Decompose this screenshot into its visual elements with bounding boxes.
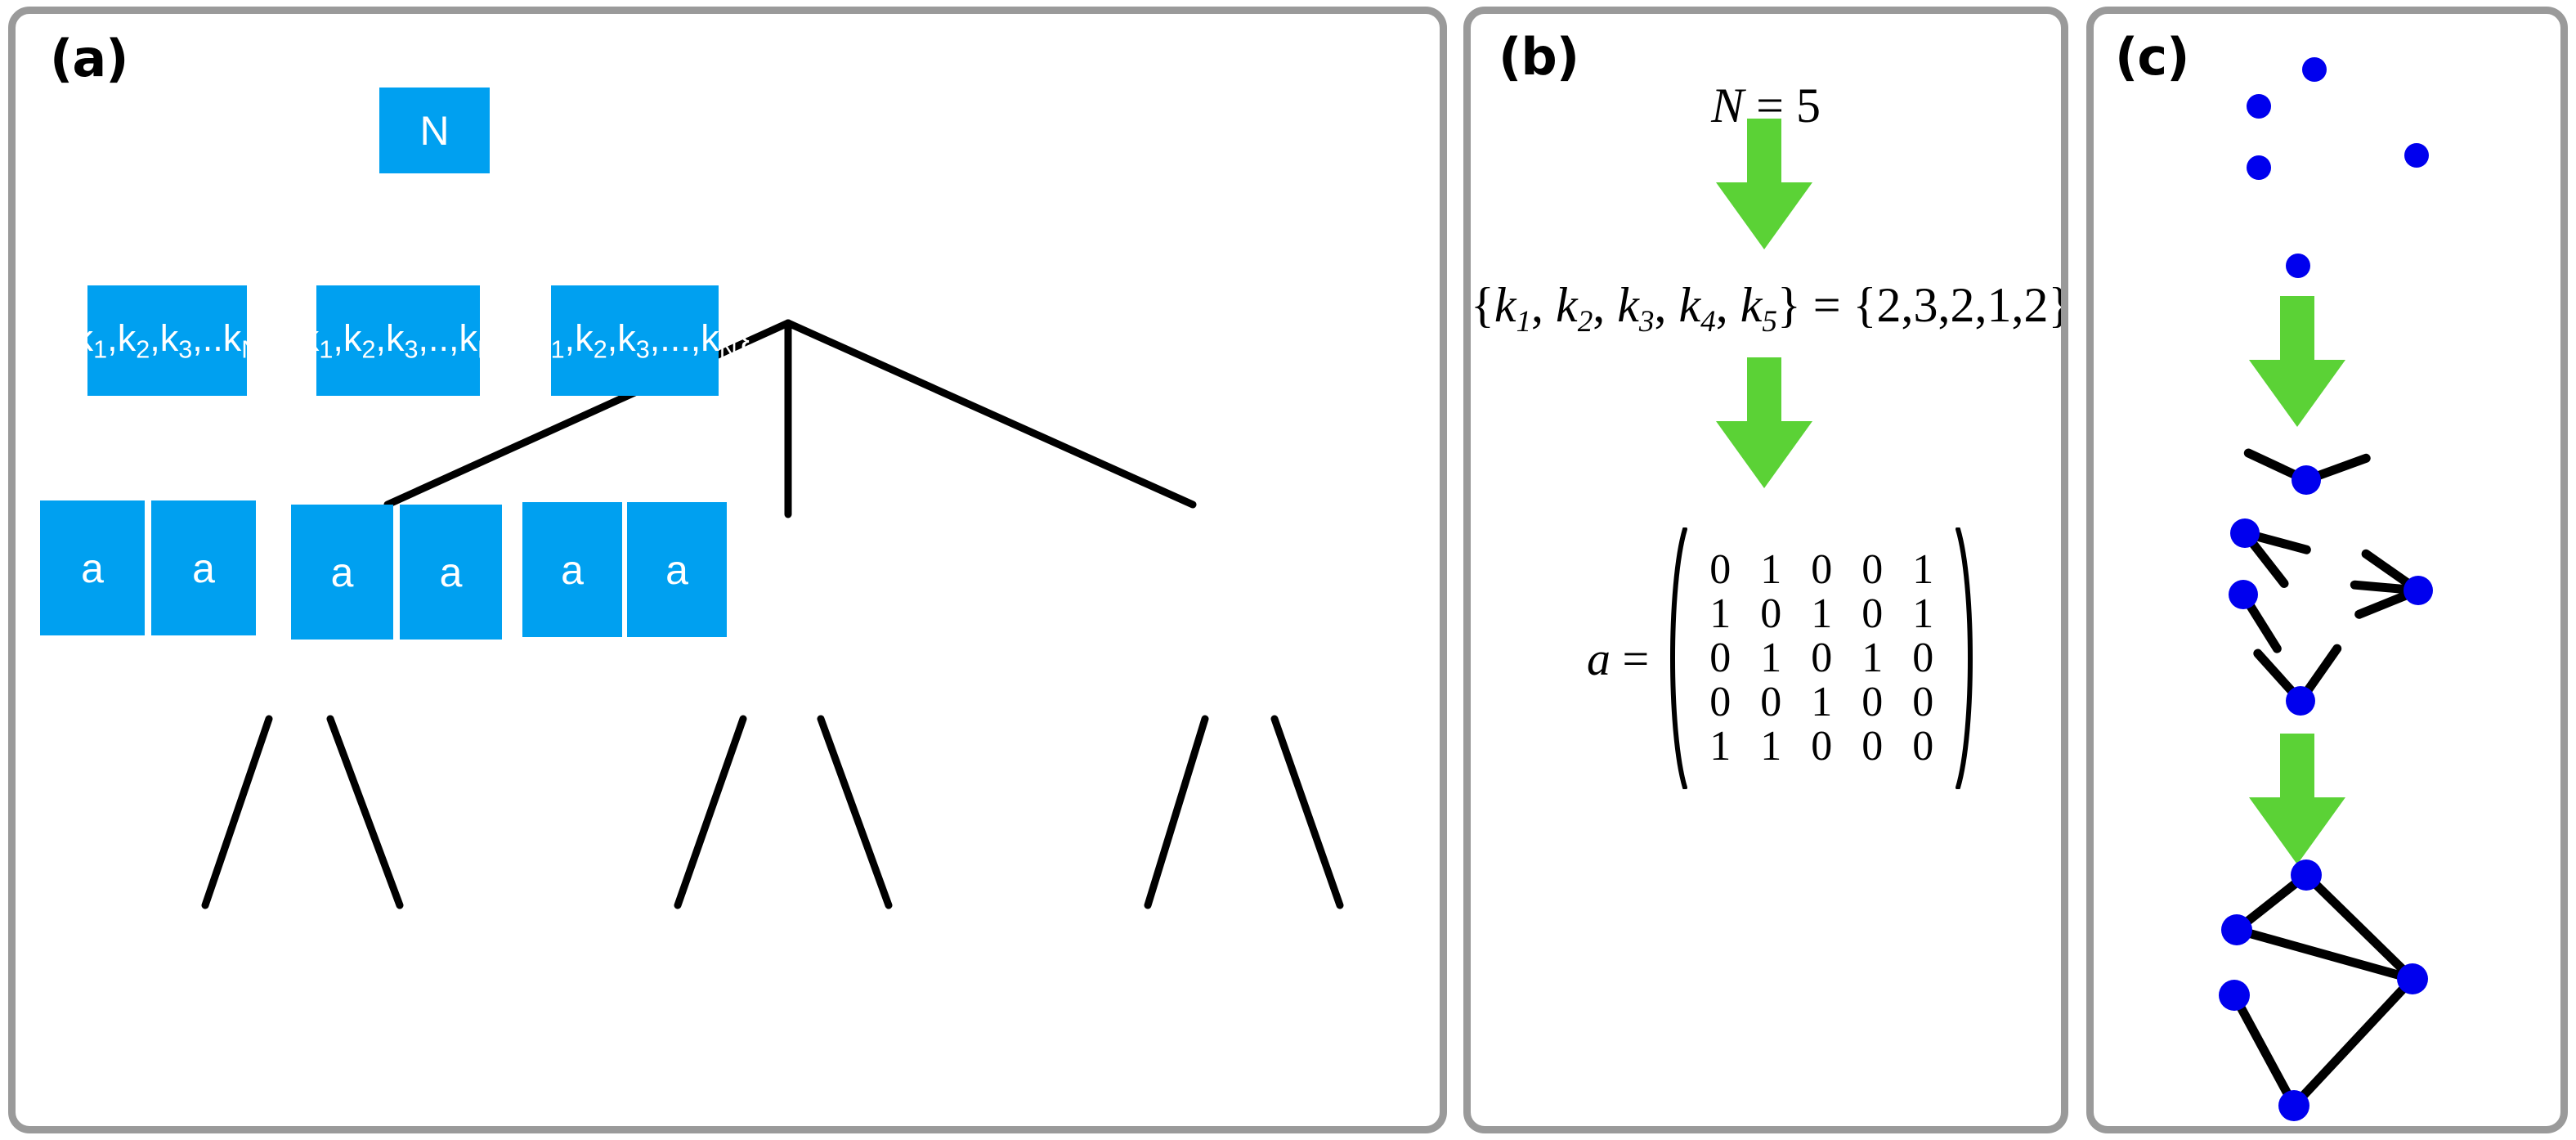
matrix-cell-1-3: 0 (1861, 590, 1884, 637)
tree-leaf-5[interactable]: a (522, 502, 622, 637)
matrix-cell-3-1: 0 (1760, 679, 1782, 725)
panel-c-stage3-final-network (2219, 859, 2428, 1121)
panel-c: (c) (2086, 7, 2568, 1133)
matrix-cell-3-3: 0 (1861, 679, 1884, 725)
tree-node-mid-2-label: {k1,k2,k3,..,kN} (288, 316, 508, 364)
tree-node-root[interactable]: N (379, 88, 490, 173)
panel-b: (b) N = 5 {k1, k2, k3, k4, k5} = {2,3,2,… (1463, 7, 2068, 1133)
network-edge-3-5 (2229, 990, 2299, 1111)
panel-b-step2: {k1, k2, k3, k4, k5} = {2,3,2,1,2} (1471, 277, 2061, 339)
matrix-cell-2-4: 0 (1912, 635, 1934, 681)
tree-leaf-5-label: a (561, 546, 584, 593)
matrix-cell-1-0: 1 (1709, 590, 1732, 637)
tree-node-mid-1-label: {k1,k2,k3,..kN} (62, 316, 272, 364)
matrix-cell-4-3: 0 (1861, 723, 1884, 770)
matrix-cell-4-2: 0 (1811, 723, 1833, 770)
panel-b-N-value: 5 (1795, 79, 1821, 132)
stub-node2-1 (2240, 528, 2289, 588)
tree-node-mid-1[interactable]: {k1,k2,k3,..kN} (63, 285, 271, 396)
stub-node4-2 (2361, 549, 2423, 595)
matrix-cell-2-0: 0 (1709, 635, 1732, 681)
down-arrow-icon-c2 (2249, 734, 2345, 864)
tree-leaf-3[interactable]: a (291, 505, 393, 640)
panel-c-stage1-isolated-nodes (2247, 57, 2429, 278)
down-arrow-icon-b2 (1716, 357, 1812, 488)
tree-leaf-2-label: a (192, 545, 215, 591)
matrix-cell-4-4: 0 (1912, 723, 1934, 770)
tree-leaf-2[interactable]: a (151, 500, 256, 635)
tree-leaf-1[interactable]: a (40, 500, 145, 635)
panel-a: (a) N (8, 7, 1447, 1133)
network-node-5[interactable] (2278, 1090, 2309, 1121)
panel-a-label: (a) (50, 29, 129, 88)
stub-node4-1 (2350, 580, 2423, 595)
tree-leaf-4[interactable]: a (400, 505, 502, 640)
matrix-cell-1-1: 0 (1760, 590, 1782, 637)
panel-c-stage2-nodes-with-stubs (2229, 448, 2433, 716)
matrix-cell-0-1: 1 (1760, 546, 1782, 593)
matrix-cell-0-2: 0 (1811, 546, 1833, 593)
down-arrow-icon-b1 (1716, 119, 1812, 249)
panel-b-N-symbol: N (1711, 79, 1745, 132)
network-node-5[interactable] (2286, 254, 2310, 278)
matrix-symbol: a = (1587, 631, 1650, 685)
network-node-1[interactable] (2292, 465, 2321, 495)
stub-node2-0 (2240, 528, 2311, 554)
network-node-4[interactable] (2404, 143, 2429, 168)
matrix-cell-3-0: 0 (1709, 679, 1732, 725)
matrix-cell-4-1: 1 (1760, 723, 1782, 770)
panel-b-label: (b) (1499, 27, 1579, 87)
panel-b-degree-values: {2,3,2,1,2} (1852, 278, 2068, 332)
network-node-2[interactable] (2221, 914, 2252, 945)
matrix-right-paren (1956, 527, 1973, 789)
network-node-5[interactable] (2286, 686, 2315, 716)
matrix-cell-4-0: 1 (1709, 723, 1732, 770)
network-node-3[interactable] (2219, 980, 2250, 1011)
network-edge-5-4 (2289, 974, 2417, 1111)
tree-leaf-6-label: a (665, 546, 688, 593)
matrix-cell-2-1: 1 (1760, 635, 1782, 681)
network-node-3[interactable] (2247, 155, 2271, 180)
matrix-cell-3-2: 1 (1811, 679, 1833, 725)
network-edge-2-4 (2232, 925, 2417, 984)
tree-leaf-1-label: a (81, 545, 104, 591)
matrix-cell-2-2: 0 (1811, 635, 1833, 681)
tree-leaf-4-label: a (439, 549, 463, 595)
tree-leaf-3-label: a (330, 549, 354, 595)
tree-node-mid-3-label: {k1,k2,k3,...,kN} (520, 316, 750, 364)
tree-node-root-label: N (419, 107, 450, 154)
stub-node5-1 (2296, 644, 2342, 706)
matrix-cell-0-3: 0 (1861, 546, 1884, 593)
stub-node3-0 (2238, 590, 2282, 653)
network-node-2[interactable] (2247, 94, 2271, 119)
network-edge-1-2 (2232, 870, 2311, 935)
matrix-cell-2-3: 1 (1861, 635, 1884, 681)
matrix-left-paren (1670, 527, 1688, 789)
matrix-cell-3-4: 0 (1912, 679, 1934, 725)
matrix-cell-1-2: 1 (1811, 590, 1833, 637)
network-node-4[interactable] (2397, 963, 2428, 994)
network-node-1[interactable] (2302, 57, 2327, 82)
stub-node1-0 (2243, 448, 2311, 485)
network-node-2[interactable] (2230, 518, 2260, 548)
down-arrow-icon-c1 (2249, 296, 2345, 427)
matrix-cell-0-4: 1 (1912, 546, 1934, 593)
matrix-cell-1-4: 1 (1912, 590, 1934, 637)
matrix-cell-0-0: 0 (1709, 546, 1732, 593)
tree-node-mid-2[interactable]: {k1,k2,k3,..,kN} (289, 285, 508, 396)
stub-node1-1 (2301, 453, 2371, 485)
network-node-3[interactable] (2229, 580, 2258, 609)
stub-node4-0 (2354, 586, 2423, 619)
network-node-4[interactable] (2404, 576, 2433, 605)
network-edge-1-4 (2301, 870, 2417, 984)
tree-node-mid-3[interactable]: {k1,k2,k3,...,kN} (520, 285, 750, 396)
panel-c-label: (c) (2115, 27, 2189, 87)
stub-node5-0 (2253, 649, 2305, 706)
tree-leaf-6[interactable]: a (627, 502, 727, 637)
